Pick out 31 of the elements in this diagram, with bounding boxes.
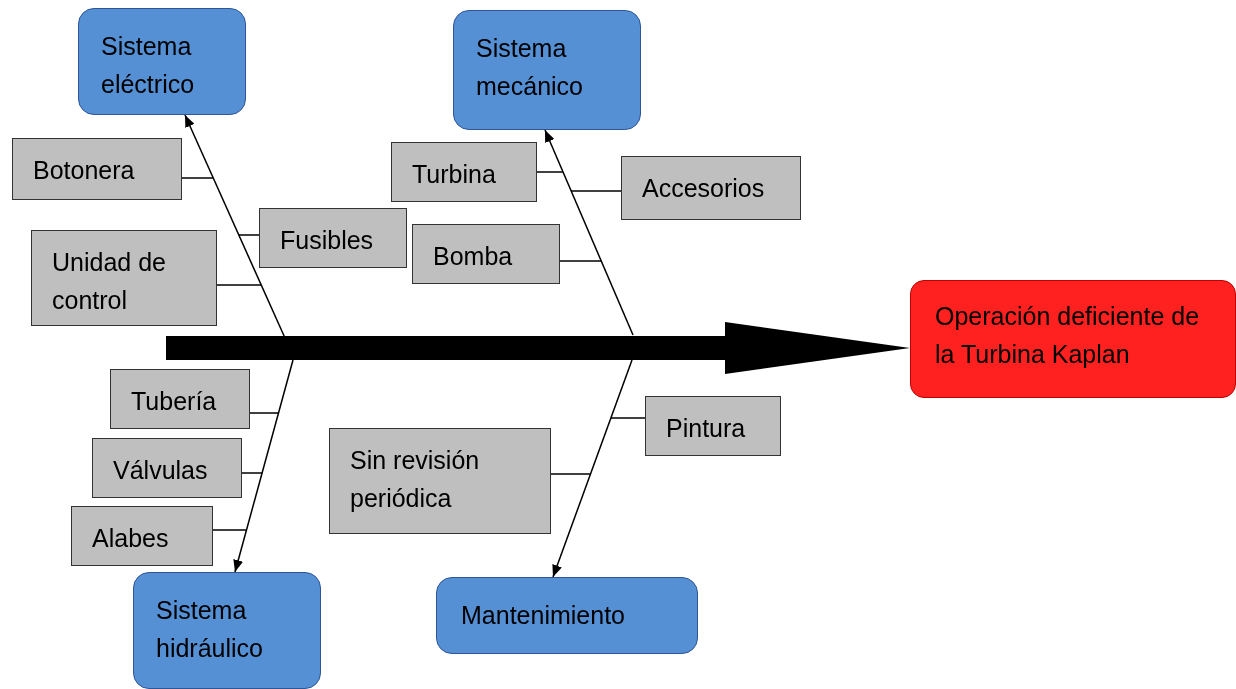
category-box: Sistema hidráulico: [133, 572, 321, 689]
cause-box: Bomba: [412, 224, 560, 284]
connector-line: [241, 472, 263, 474]
category-box: Sistema mecánico: [453, 10, 641, 130]
connector-line: [559, 260, 602, 262]
connector-line: [181, 177, 214, 179]
bone-arrow: [544, 129, 634, 336]
connector-line: [216, 284, 262, 286]
effect-box: Operación deficiente de la Turbina Kaplan: [910, 280, 1236, 398]
connector-line: [536, 171, 564, 173]
cause-box: Tubería: [110, 369, 250, 429]
bone-arrow: [552, 359, 633, 578]
cause-box: Fusibles: [259, 208, 407, 268]
connector-line: [550, 473, 591, 475]
category-box: Mantenimiento: [436, 577, 698, 654]
cause-box: Botonera: [12, 138, 182, 200]
cause-box: Alabes: [71, 506, 213, 566]
cause-box: Unidad de control: [31, 230, 217, 326]
connector-line: [212, 529, 247, 531]
cause-box: Pintura: [645, 396, 781, 456]
cause-box: Accesorios: [621, 156, 801, 220]
bone-arrow: [184, 114, 286, 339]
bone-arrow: [233, 359, 294, 573]
connector-line: [238, 234, 260, 236]
cause-box: Sin revisión periódica: [329, 428, 551, 534]
category-box: Sistema eléctrico: [78, 8, 246, 115]
connector-line: [249, 412, 279, 414]
cause-box: Turbina: [391, 142, 537, 202]
connector-line: [570, 190, 622, 192]
connector-line: [610, 417, 646, 419]
cause-box: Válvulas: [92, 438, 242, 498]
